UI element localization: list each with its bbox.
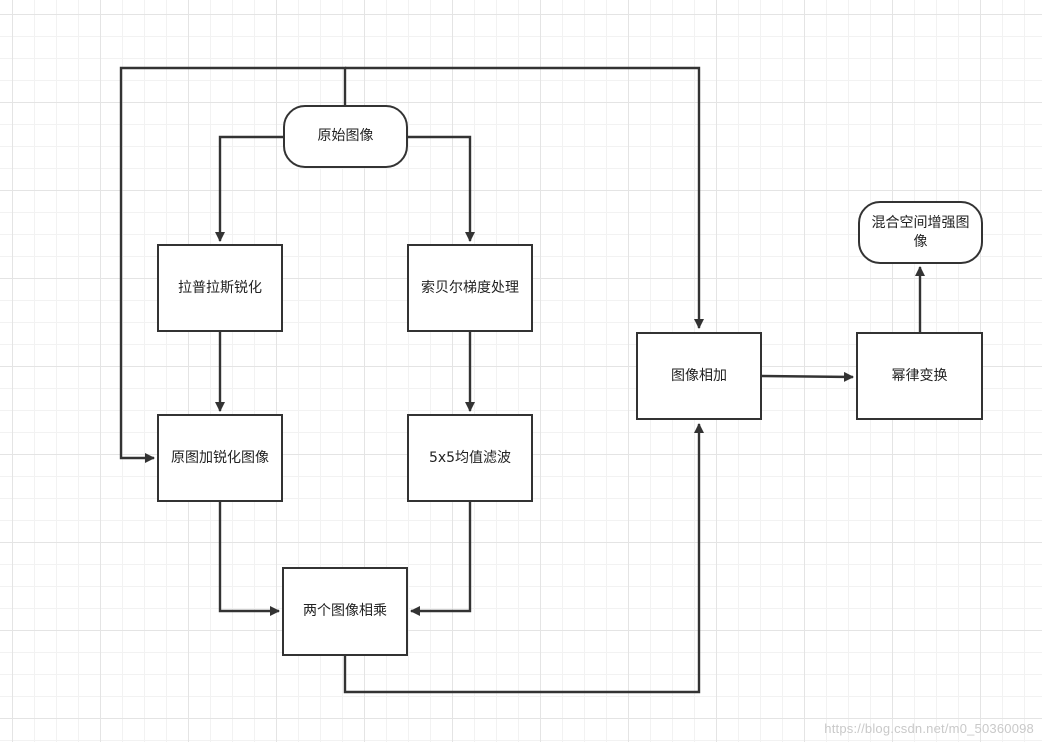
edge-sum-to-power [761, 371, 854, 382]
edge-median-to-multiply [410, 502, 472, 616]
edge-original-to-laplacian [215, 135, 283, 242]
node-power-law: 幂律变换 [856, 332, 983, 420]
watermark: https://blog.csdn.net/m0_50360098 [824, 721, 1034, 736]
node-multiply-images: 两个图像相乘 [282, 567, 408, 656]
edge-add-to-multiply [218, 502, 280, 616]
edge-original-to-sobel [408, 135, 475, 242]
edge-original-to-sum [345, 66, 704, 329]
node-sobel-gradient: 索贝尔梯度处理 [407, 244, 533, 332]
node-enhanced-result: 混合空间增强图像 [858, 201, 983, 264]
edge-multiply-to-sum [343, 423, 704, 694]
node-laplacian-sharpen: 拉普拉斯锐化 [157, 244, 283, 332]
node-image-sum: 图像相加 [636, 332, 762, 420]
node-median-filter: 5x5均值滤波 [407, 414, 533, 502]
node-add-sharpened: 原图加锐化图像 [157, 414, 283, 502]
node-original-image: 原始图像 [283, 105, 408, 168]
edge-original-loop [119, 66, 347, 463]
